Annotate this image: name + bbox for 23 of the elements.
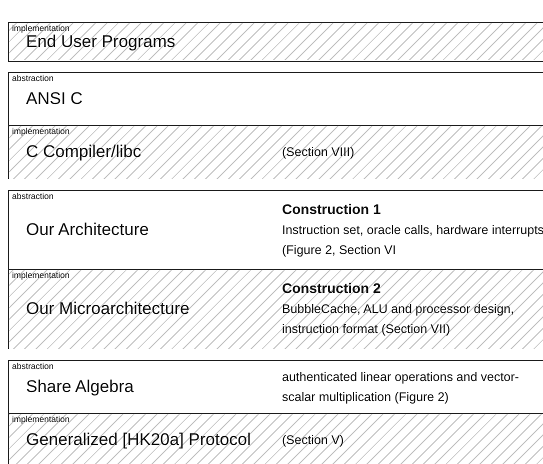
layer-type-label: implementation xyxy=(12,271,70,280)
construction-heading: Construction 2 xyxy=(282,279,382,298)
layer-description: (Section V) xyxy=(282,432,345,450)
layer-name: Our Architecture xyxy=(26,220,149,240)
layer-type-label: abstraction xyxy=(12,362,54,370)
layer-type-label: implementation xyxy=(12,24,70,32)
layer-type-label: implementation xyxy=(12,127,70,136)
layer-type-label: abstraction xyxy=(12,192,54,200)
layer-name: End User Programs xyxy=(26,32,176,52)
layer-band xyxy=(9,269,543,348)
layer-name: ANSI C xyxy=(26,89,83,109)
layer-type-label: implementation xyxy=(12,415,70,424)
layer-type-label: abstraction xyxy=(12,74,54,82)
layer-name: Share Algebra xyxy=(26,377,134,397)
layer-name: Our Microarchitecture xyxy=(26,299,190,320)
layer-description: BubbleCache, ALU and processor design, instruction format (Section VII) xyxy=(282,301,516,338)
layer-band xyxy=(9,125,543,178)
layer-description: (Section VIII) xyxy=(282,144,356,162)
layer-band xyxy=(9,413,543,464)
layer-description: authenticated linear operations and vector-scalar multiplication (Figure 2) xyxy=(282,369,520,406)
layer-name: C Compiler/libc xyxy=(26,142,142,162)
construction-heading: Construction 1 xyxy=(282,200,382,220)
layer-name: Generalized [HK20a] Protocol xyxy=(26,430,251,450)
